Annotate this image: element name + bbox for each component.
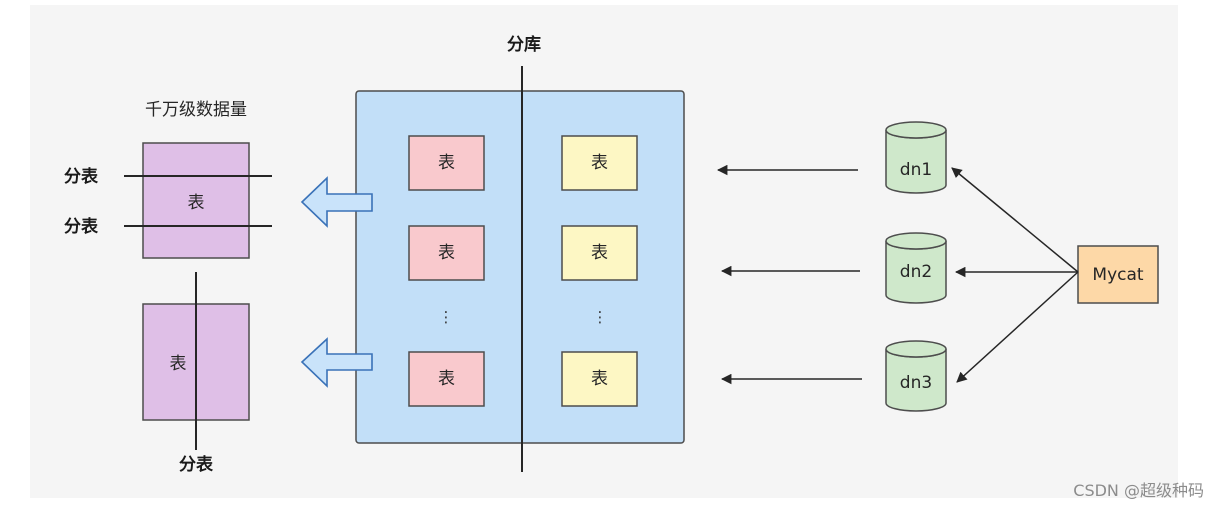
horizontal-split-table-label: 表 bbox=[188, 193, 205, 213]
mycat-to-dn1-arrow bbox=[951, 167, 1079, 273]
mycat-label: Mycat bbox=[1092, 265, 1143, 285]
data-node-label: dn3 bbox=[900, 373, 932, 393]
left-table-label: 表 bbox=[438, 243, 455, 263]
left-block-arrow-icon bbox=[300, 176, 373, 228]
left-table-label: 表 bbox=[438, 153, 455, 173]
left-block-arrow-icon bbox=[300, 337, 373, 388]
right-table-box bbox=[561, 351, 638, 407]
mycat-to-dn3-arrow bbox=[956, 271, 1079, 383]
vertical-split-table-label: 表 bbox=[170, 354, 187, 374]
left-table-3: 表 bbox=[408, 351, 485, 407]
left-table-box bbox=[408, 225, 485, 281]
left-table-1: 表 bbox=[408, 135, 485, 191]
cylinder-top bbox=[885, 121, 947, 139]
left-column-ellipsis: ⋮ bbox=[439, 308, 454, 326]
data-node-dn2: dn2 bbox=[885, 232, 947, 304]
right-table-label: 表 bbox=[591, 153, 608, 173]
horizontal-split-table: 表 分表 分表 bbox=[64, 142, 272, 259]
data-node-dn3: dn3 bbox=[885, 340, 947, 412]
data-node-label: dn2 bbox=[900, 262, 932, 282]
table-shard-caption: 千万级数据量 bbox=[145, 100, 247, 120]
right-column-ellipsis: ⋮ bbox=[593, 308, 608, 326]
horizontal-split-table-box bbox=[142, 142, 250, 259]
left-table-box bbox=[408, 351, 485, 407]
horizontal-split-label-2: 分表 bbox=[64, 216, 99, 237]
right-table-box bbox=[561, 225, 638, 281]
watermark: CSDN @超级种码 bbox=[1073, 481, 1204, 500]
mycat-box bbox=[1077, 245, 1159, 304]
horizontal-split-label-1: 分表 bbox=[64, 166, 99, 187]
right-table-box bbox=[561, 135, 638, 191]
data-node-label: dn1 bbox=[900, 160, 932, 180]
mycat-node: Mycat bbox=[1077, 245, 1159, 304]
left-table-label: 表 bbox=[438, 369, 455, 389]
left-table-2: 表 bbox=[408, 225, 485, 281]
right-table-label: 表 bbox=[591, 369, 608, 389]
database-shard-label: 分库 bbox=[507, 34, 541, 55]
left-table-box bbox=[408, 135, 485, 191]
vertical-split-table: 表 分表 bbox=[142, 272, 250, 475]
right-table-3: 表 bbox=[561, 351, 638, 407]
cylinder-top bbox=[885, 232, 947, 250]
right-table-label: 表 bbox=[591, 243, 608, 263]
right-table-1: 表 bbox=[561, 135, 638, 191]
data-node-dn1: dn1 bbox=[885, 121, 947, 194]
right-table-2: 表 bbox=[561, 225, 638, 281]
vertical-split-label: 分表 bbox=[179, 454, 214, 475]
cylinder-top bbox=[885, 340, 947, 358]
